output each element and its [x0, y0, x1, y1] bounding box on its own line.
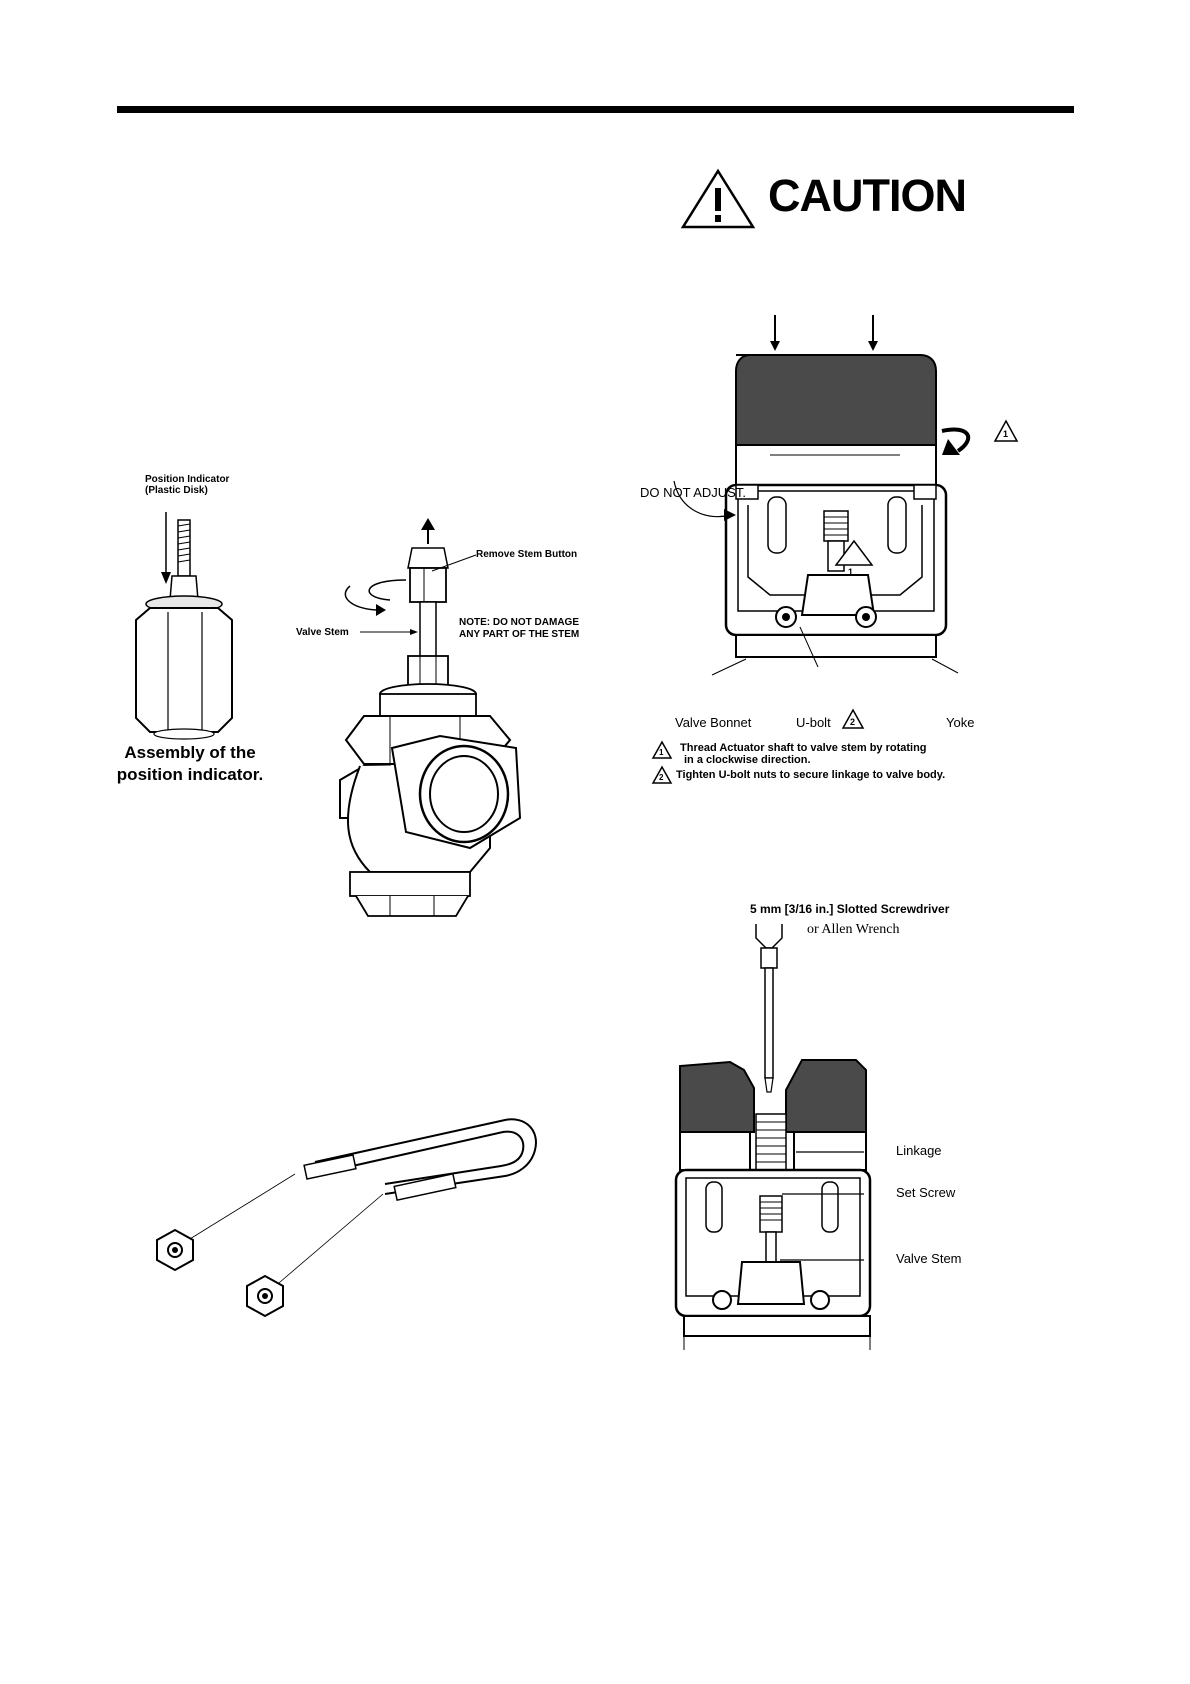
linkage-label: Linkage [896, 1143, 942, 1158]
actuator-marker-1-in-drawing: 1 [848, 567, 854, 577]
position-indicator-caption: Assembly of the position indicator. [116, 743, 264, 784]
note-2-triangle-icon [651, 765, 673, 784]
tool-label-alt: or Allen Wrench [807, 922, 900, 937]
yoke-label: Yoke [946, 715, 975, 730]
u-bolt-label: U-bolt [796, 715, 831, 730]
set-screw-label: Set Screw [896, 1185, 956, 1200]
actuator-drawing [673, 315, 971, 676]
marker-1-label: 1 [1003, 429, 1009, 439]
do-not-adjust-label: DO NOT ADJUST. [640, 485, 746, 500]
valve-leaders [360, 554, 477, 635]
valve-stem-label-2: Valve Stem [896, 1251, 962, 1266]
valve-stem-label: Valve Stem [296, 627, 349, 638]
marker-2-label: 2 [850, 717, 856, 727]
note-2-marker: 2 [659, 773, 664, 782]
position-indicator-label: Position Indicator (Plastic Disk) [145, 474, 230, 496]
valve-bonnet-label: Valve Bonnet [675, 715, 752, 730]
linkage-drawing [674, 924, 872, 1350]
note-2: Tighten U-bolt nuts to secure linkage to… [676, 769, 946, 781]
marker-2-triangle-icon [841, 708, 865, 729]
caution-title: CAUTION [768, 170, 967, 221]
valve-note: NOTE: DO NOT DAMAGE ANY PART OF THE STEM [459, 617, 580, 640]
marker-1-triangle-icon [993, 419, 1019, 442]
note-1-triangle-icon [651, 740, 673, 759]
u-bolt-drawing [156, 1118, 537, 1318]
note-1-marker: 1 [659, 748, 664, 757]
warning-triangle-icon [680, 168, 756, 229]
valve-drawing [339, 518, 522, 917]
tool-label: 5 mm [3/16 in.] Slotted Screwdriver [750, 902, 950, 916]
position-indicator-drawing [135, 512, 233, 740]
note-1: Thread Actuator shaft to valve stem by r… [680, 742, 927, 766]
top-rule [117, 106, 1074, 113]
remove-stem-button-label: Remove Stem Button [476, 549, 578, 560]
